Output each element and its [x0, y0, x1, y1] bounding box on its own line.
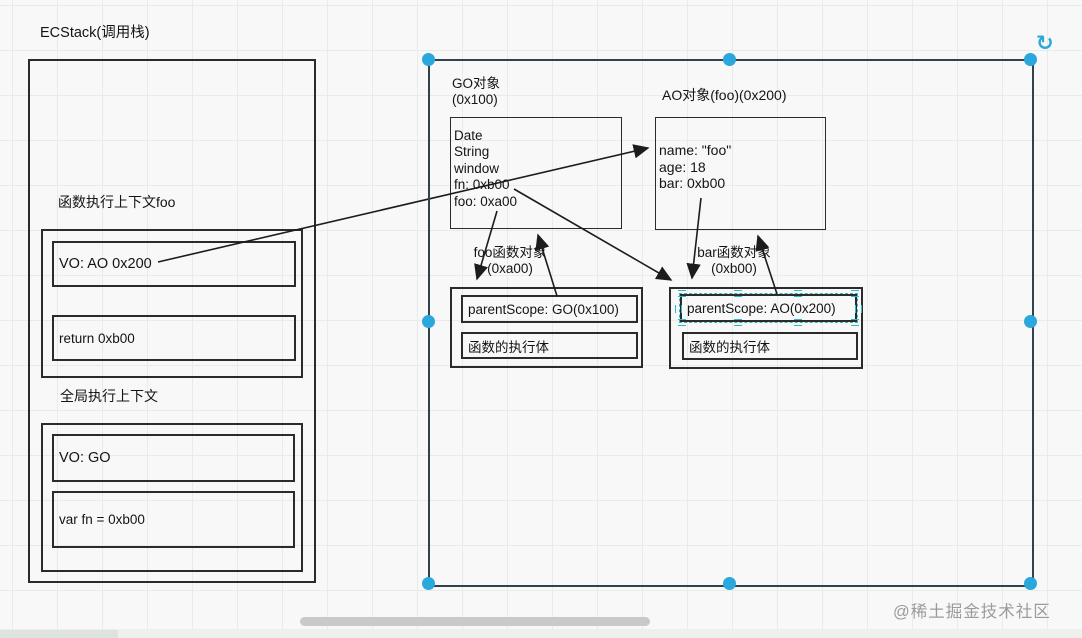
watermark-text: @稀土掘金技术社区 — [893, 603, 1051, 621]
selection-handle-top-left[interactable] — [422, 53, 435, 66]
selection-handle-bottom-right[interactable] — [1024, 577, 1037, 590]
go-line-date: Date — [454, 128, 483, 143]
foo-fn-scope-text: parentScope: GO(0x100) — [468, 301, 619, 317]
global-context-vo-text: VO: GO — [59, 450, 111, 466]
bar-fn-label: bar函数对象 (0xb00) — [675, 245, 793, 277]
bar-fn-body-box[interactable]: 函数的执行体 — [682, 332, 858, 360]
go-object-title-line2: (0x100) — [452, 92, 498, 107]
bar-fn-label-line2: (0xb00) — [711, 261, 757, 276]
global-context-label: 全局执行上下文 — [60, 388, 158, 404]
group-selection-rect[interactable] — [428, 59, 1034, 587]
ao-object-content: name: "foo" age: 18 bar: 0xb00 — [659, 142, 731, 192]
global-context-var-box[interactable]: var fn = 0xb00 — [52, 491, 295, 548]
foo-context-vo-text: VO: AO 0x200 — [59, 256, 152, 272]
selection-handle-top-right[interactable] — [1024, 53, 1037, 66]
rotate-handle-icon[interactable]: ↻ — [1036, 32, 1054, 55]
selection-handle-left-mid[interactable] — [422, 315, 435, 328]
global-context-var-text: var fn = 0xb00 — [59, 512, 145, 527]
selection-handle-top-mid[interactable] — [723, 53, 736, 66]
ao-object-title: AO对象(foo)(0x200) — [662, 87, 787, 103]
foo-context-return-text: return 0xb00 — [59, 330, 135, 346]
global-context-group-box[interactable] — [41, 423, 303, 572]
selection-handle-bottom-left[interactable] — [422, 577, 435, 590]
ao-object-box[interactable] — [655, 117, 826, 230]
foo-context-return-box[interactable]: return 0xb00 — [52, 315, 296, 361]
selection-handle-right-mid[interactable] — [1024, 315, 1037, 328]
bar-fn-scope-text: parentScope: AO(0x200) — [687, 300, 836, 316]
selection-handle-bottom-mid[interactable] — [723, 577, 736, 590]
ao-line-name: name: "foo" — [659, 142, 732, 158]
foo-fn-body-text: 函数的执行体 — [468, 339, 549, 355]
ecstack-outer-box[interactable] — [28, 59, 316, 583]
foo-fn-body-box[interactable]: 函数的执行体 — [461, 332, 638, 359]
ecstack-title: ECStack(调用栈) — [40, 25, 150, 41]
bottom-edge-strip — [0, 629, 1082, 638]
global-context-vo-box[interactable]: VO: GO — [52, 434, 295, 482]
go-object-title: GO对象 (0x100) — [452, 76, 500, 108]
ao-line-age: age: 18 — [659, 158, 706, 175]
ao-line-bar: bar: 0xb00 — [659, 175, 726, 192]
bar-fn-label-line1: bar函数对象 — [697, 245, 771, 260]
bottom-edge-strip-left — [0, 630, 118, 638]
go-object-title-line1: GO对象 — [452, 76, 501, 91]
bar-fn-body-text: 函数的执行体 — [689, 340, 770, 355]
foo-context-label: 函数执行上下文foo — [58, 194, 176, 210]
horizontal-scrollbar-thumb[interactable] — [300, 617, 650, 626]
foo-context-vo-box[interactable]: VO: AO 0x200 — [52, 241, 296, 287]
